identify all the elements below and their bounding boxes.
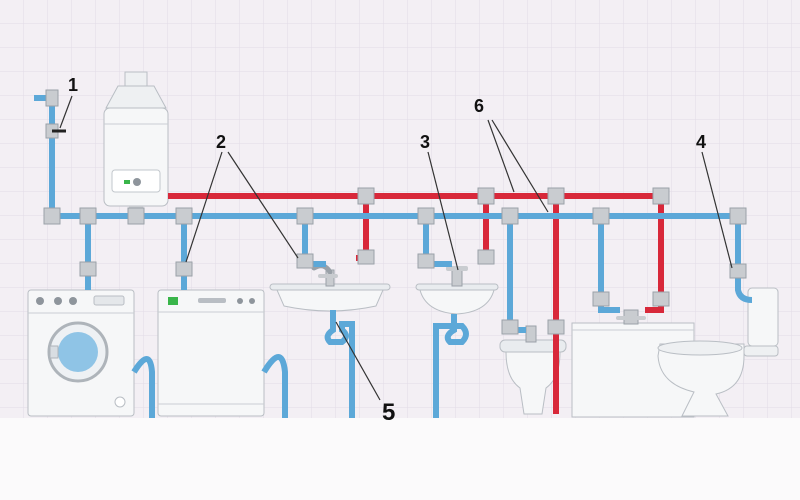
- washbasin-icon: [415, 266, 499, 315]
- pipe-fittings: [43, 89, 747, 335]
- callout-lines: [59, 95, 733, 401]
- callout-label-5: 5: [382, 399, 395, 426]
- toilet-icon: [657, 287, 779, 417]
- callout-label-1: 1: [68, 75, 78, 95]
- water-heater-icon: [103, 71, 169, 214]
- callout-label-3: 3: [420, 132, 430, 152]
- callout-label-2: 2: [216, 132, 226, 152]
- washing-machine-icon: [27, 289, 135, 417]
- callout-label-4: 4: [696, 132, 706, 152]
- bidet-icon: [499, 325, 567, 415]
- floor: [0, 418, 800, 500]
- dishwasher-icon: [157, 289, 265, 417]
- callout-label-6: 6: [474, 96, 484, 116]
- drain-pipes: [131, 310, 469, 418]
